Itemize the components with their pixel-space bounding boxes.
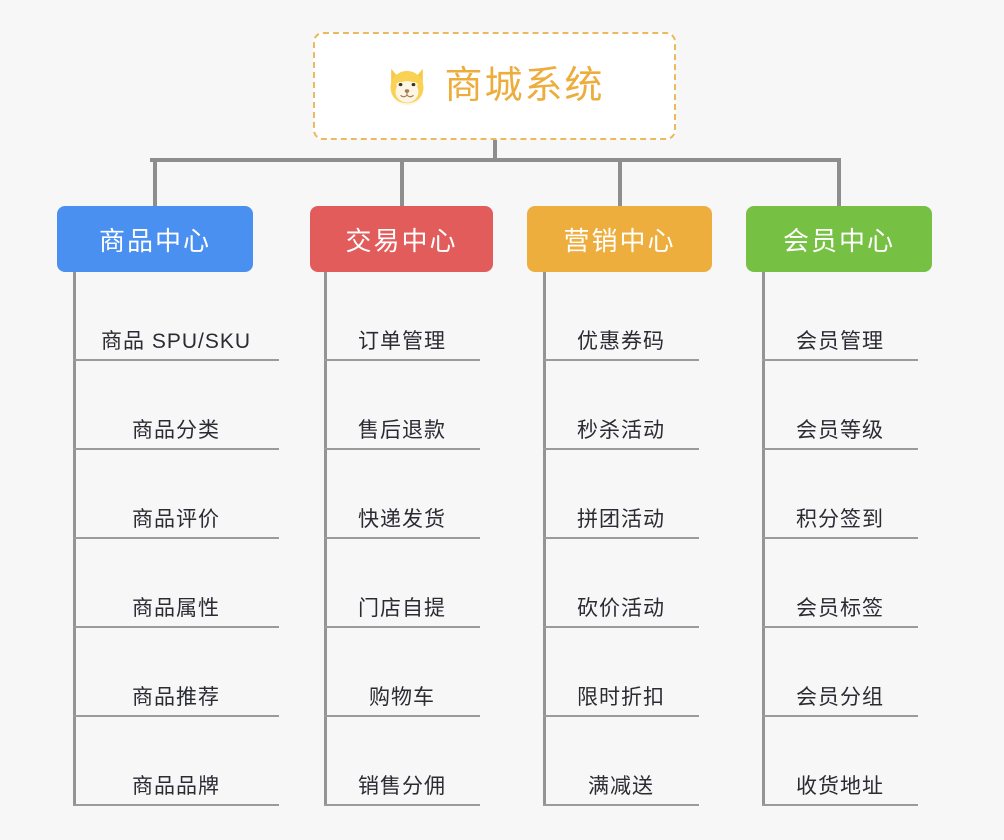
leaf-item[interactable]: 订单管理 — [324, 272, 480, 361]
leaf-label: 会员管理 — [796, 330, 884, 353]
leaf-label: 优惠券码 — [577, 330, 665, 353]
leaf-label: 门店自提 — [358, 597, 446, 620]
category-box-2[interactable]: 交易中心 — [310, 206, 493, 272]
leaf-label: 积分签到 — [796, 508, 884, 531]
leaf-item[interactable]: 商品分类 — [73, 361, 279, 450]
connector-drop-3 — [617, 158, 622, 208]
leaf-label: 满减送 — [588, 775, 654, 798]
leaf-label: 砍价活动 — [577, 597, 665, 620]
root-node[interactable]: 商城系统 — [313, 32, 676, 140]
leaf-item[interactable]: 限时折扣 — [543, 628, 699, 717]
leaf-item[interactable]: 门店自提 — [324, 539, 480, 628]
leaf-label: 订单管理 — [358, 330, 446, 353]
leaf-item[interactable]: 购物车 — [324, 628, 480, 717]
leaf-item[interactable]: 售后退款 — [324, 361, 480, 450]
leaf-label: 会员分组 — [796, 686, 884, 709]
leaf-item[interactable]: 会员管理 — [762, 272, 918, 361]
connector-drop-4 — [837, 158, 841, 208]
leaf-label: 商品推荐 — [132, 686, 220, 709]
leaf-spine-1 — [73, 272, 76, 806]
category-box-3[interactable]: 营销中心 — [527, 206, 712, 272]
connector-drop-2 — [399, 158, 404, 208]
leaf-item[interactable]: 商品 SPU/SKU — [73, 272, 279, 361]
leaf-item[interactable]: 收货地址 — [762, 717, 918, 806]
category-label-1: 商品中心 — [98, 225, 211, 256]
leaf-item[interactable]: 商品属性 — [73, 539, 279, 628]
leaf-item[interactable]: 秒杀活动 — [543, 361, 699, 450]
leaf-label: 会员标签 — [796, 597, 884, 620]
leaf-item[interactable]: 拼团活动 — [543, 450, 699, 539]
leaf-label: 商品 SPU/SKU — [100, 330, 252, 353]
category-box-1[interactable]: 商品中心 — [57, 206, 253, 272]
leaf-item[interactable]: 会员分组 — [762, 628, 918, 717]
category-label-4: 会员中心 — [782, 225, 895, 256]
leaf-label: 商品评价 — [132, 508, 220, 531]
leaf-item[interactable]: 砍价活动 — [543, 539, 699, 628]
leaf-label: 限时折扣 — [577, 686, 665, 709]
leaf-label: 购物车 — [369, 686, 435, 709]
leaf-spine-2 — [324, 272, 327, 806]
leaf-item[interactable]: 快递发货 — [324, 450, 480, 539]
leaf-label: 商品分类 — [132, 419, 220, 442]
leaf-item[interactable]: 优惠券码 — [543, 272, 699, 361]
leaf-item[interactable]: 商品品牌 — [73, 717, 279, 806]
connector-horizontal-bus — [150, 158, 840, 162]
leaf-label: 快递发货 — [358, 508, 446, 531]
leaf-item[interactable]: 会员标签 — [762, 539, 918, 628]
leaf-item[interactable]: 会员等级 — [762, 361, 918, 450]
leaf-item[interactable]: 商品推荐 — [73, 628, 279, 717]
root-title: 商城系统 — [444, 65, 605, 107]
leaf-label: 销售分佣 — [358, 775, 446, 798]
leaf-item[interactable]: 积分签到 — [762, 450, 918, 539]
leaf-spine-4 — [762, 272, 765, 806]
leaf-label: 商品属性 — [132, 597, 220, 620]
category-label-2: 交易中心 — [345, 225, 458, 256]
category-label-3: 营销中心 — [563, 225, 676, 256]
leaf-label: 秒杀活动 — [577, 419, 665, 442]
leaf-label: 会员等级 — [796, 419, 884, 442]
leaf-spine-3 — [543, 272, 546, 806]
leaf-item[interactable]: 商品评价 — [73, 450, 279, 539]
category-box-4[interactable]: 会员中心 — [746, 206, 932, 272]
connector-root-stub — [493, 140, 497, 160]
leaf-item[interactable]: 满减送 — [543, 717, 699, 806]
leaf-label: 商品品牌 — [132, 775, 220, 798]
connector-drop-1 — [153, 158, 157, 208]
leaf-label: 拼团活动 — [577, 508, 665, 531]
leaf-item[interactable]: 销售分佣 — [324, 717, 480, 806]
leaf-label: 售后退款 — [358, 419, 446, 442]
leaf-label: 收货地址 — [796, 775, 884, 798]
shiba-dog-icon — [384, 63, 430, 109]
